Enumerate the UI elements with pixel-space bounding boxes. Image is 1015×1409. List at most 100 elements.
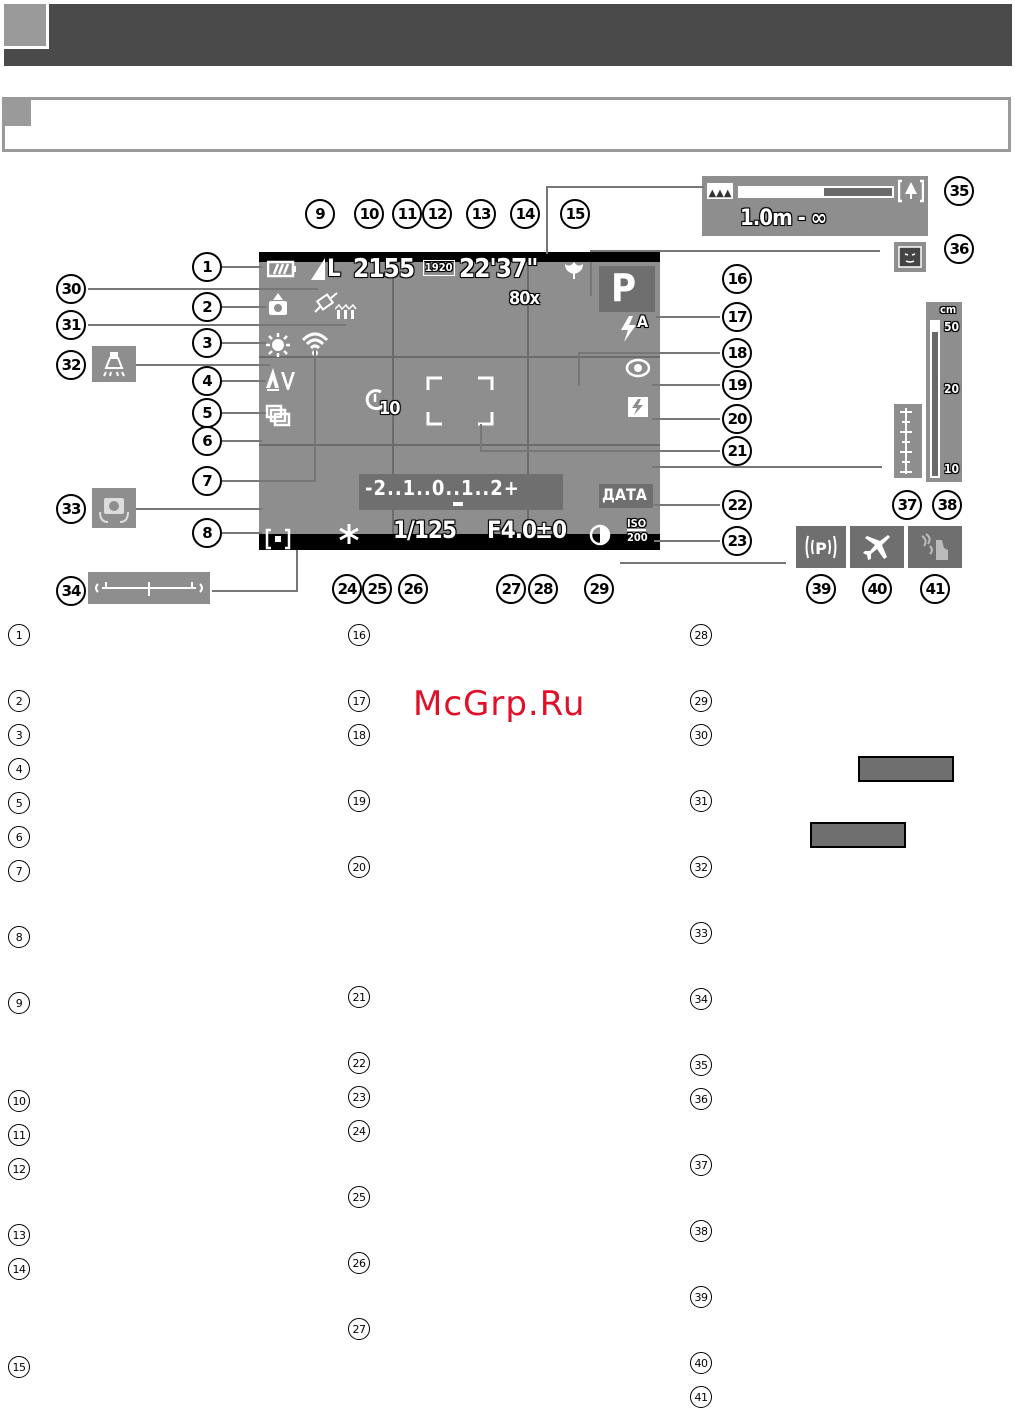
list-num-40: 40 [690, 1352, 712, 1374]
mf-indicator-ticks [900, 408, 912, 474]
list-num-36: 36 [690, 1088, 712, 1110]
list-num-15: 15 [8, 1356, 30, 1378]
date-stamp-badge: ДАТА [599, 484, 653, 508]
mf-tick-20: 20 [944, 382, 960, 396]
leader-line [480, 450, 720, 452]
callout-40: 40 [862, 574, 892, 604]
callout-4: 4 [192, 366, 222, 396]
callout-7: 7 [192, 466, 222, 496]
grid-line [392, 262, 394, 534]
leader-line [222, 266, 262, 268]
image-quality-wedge-icon [311, 258, 325, 280]
list-num-14: 14 [8, 1258, 30, 1280]
camera-shake-icon [921, 533, 948, 560]
callout-41: 41 [920, 574, 950, 604]
list-num-41: 41 [690, 1386, 712, 1408]
mf-tick-10: 10 [944, 462, 960, 476]
list-num-6: 6 [8, 826, 30, 848]
list-num-27: 27 [348, 1318, 370, 1340]
leader-line [656, 316, 720, 318]
leader-line [620, 562, 786, 564]
callout-30: 30 [56, 274, 86, 304]
self-timer-seconds: 10 [379, 398, 401, 419]
leader-line [654, 540, 720, 542]
callout-29: 29 [584, 574, 614, 604]
leader-line [212, 590, 298, 592]
af-frame [426, 376, 494, 426]
list-num-8: 8 [8, 926, 30, 948]
spot-metering-icon [265, 528, 291, 550]
camera-lcd-screen: L 2155 1920 22'37" 80x P A [259, 252, 660, 550]
callout-19: 19 [722, 370, 752, 400]
leader-line [136, 364, 270, 366]
list-num-3: 3 [8, 724, 30, 746]
callout-17: 17 [722, 302, 752, 332]
leader-line [222, 380, 266, 382]
leader-line [222, 412, 266, 414]
callout-27: 27 [496, 574, 526, 604]
callout-28: 28 [528, 574, 558, 604]
list-num-29: 29 [690, 690, 712, 712]
gps-tag-box [810, 822, 906, 848]
focus-range-fill [740, 188, 824, 196]
ae-lock-icon [339, 524, 359, 544]
movie-remaining-time: 22'37" [459, 254, 538, 284]
leader-line [296, 550, 298, 592]
leader-line [546, 186, 548, 254]
list-num-22: 22 [348, 1052, 370, 1074]
leader-line [222, 532, 262, 534]
leader-line [580, 352, 720, 354]
bottom-black-bar [259, 534, 660, 550]
is-mode-icon: P [805, 535, 837, 559]
header-square [4, 4, 49, 49]
list-num-32: 32 [690, 856, 712, 878]
list-num-26: 26 [348, 1252, 370, 1274]
mf-scale-unit: cm [940, 303, 957, 316]
exposure-scale-panel: -2..1..0..1..2+ [359, 474, 563, 510]
callout-31: 31 [56, 310, 86, 340]
callout-32: 32 [56, 350, 86, 380]
list-num-13: 13 [8, 1224, 30, 1246]
aperture-value: F4.0 [487, 516, 537, 544]
callout-23: 23 [722, 526, 752, 556]
list-num-33: 33 [690, 922, 712, 944]
callout-16: 16 [722, 264, 752, 294]
grid-line [259, 356, 660, 358]
camera-shake-icon-box [908, 526, 962, 568]
list-num-31: 31 [690, 790, 712, 812]
list-num-28: 28 [690, 624, 712, 646]
shutter-speed: 1/125 [393, 516, 457, 544]
list-num-1: 1 [8, 624, 30, 646]
mf-scale-marker [932, 322, 938, 332]
level-icon [95, 582, 203, 596]
flash-icon [621, 316, 636, 342]
white-balance-correction-icon [266, 368, 295, 391]
leader-line [590, 250, 880, 252]
callout-2: 2 [192, 292, 222, 322]
list-num-7: 7 [8, 860, 30, 882]
callout-36: 36 [944, 234, 974, 264]
callout-11: 11 [392, 199, 422, 229]
list-num-12: 12 [8, 1158, 30, 1180]
shooting-mode: P [611, 266, 637, 310]
list-num-17: 17 [348, 690, 370, 712]
smile-icon-box [894, 242, 926, 272]
far-focus-icon [898, 179, 924, 203]
callout-10: 10 [354, 199, 384, 229]
section-header-bar [4, 4, 1012, 66]
list-num-24: 24 [348, 1120, 370, 1142]
callout-12: 12 [422, 199, 452, 229]
camera-shake-warning-box [92, 488, 136, 528]
mf-scale-track [930, 320, 940, 478]
top-black-bar [259, 252, 660, 262]
smile-icon [898, 246, 922, 268]
list-num-5: 5 [8, 792, 30, 814]
callout-18: 18 [722, 338, 752, 368]
self-timer-icon [365, 389, 386, 411]
movie-size: 1920 [423, 260, 455, 276]
remaining-shots: 2155 [353, 254, 415, 284]
grid-line [259, 444, 660, 446]
focus-range-track [738, 186, 894, 198]
airplane-icon [863, 535, 890, 560]
callout-3: 3 [192, 328, 222, 358]
